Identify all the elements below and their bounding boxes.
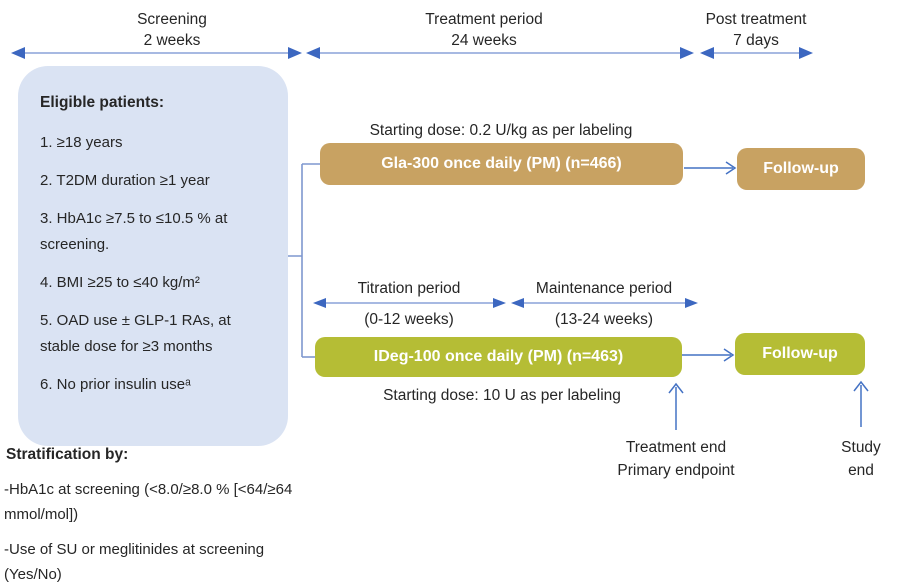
gla-starting-dose-note: Starting dose: 0.2 U/kg as per labeling: [369, 122, 633, 139]
criterion-t2dm-duration: 2. T2DM duration ≥1 year: [40, 172, 210, 189]
criterion-hba1c: 3. HbA1c ≥7.5 to ≤10.5 % at screening.: [40, 210, 228, 253]
stratification-title: Stratification by:: [6, 446, 129, 463]
study-end-line1: Study: [841, 439, 881, 456]
phase-screening-label: Screening: [137, 11, 207, 28]
stratification-su-meglitinides: -Use of SU or meglitinides at screening …: [4, 541, 265, 583]
maintenance-period-arrow: [511, 298, 698, 308]
phase-post-treatment: Post treatment 7 days: [672, 9, 840, 51]
study-end-line2: end: [848, 462, 874, 479]
phase-screening-duration: 2 weeks: [143, 32, 201, 49]
ideg-to-followup-arrow: [682, 348, 735, 362]
treatment-end-annotation: Treatment end Primary endpoint: [596, 436, 756, 482]
phase-screening: Screening 2 weeks: [72, 9, 272, 51]
phase-treatment: Treatment period 24 weeks: [384, 9, 584, 51]
phase-treatment-label: Treatment period: [425, 11, 543, 28]
maintenance-period-duration: (13-24 weeks): [554, 311, 654, 328]
post-treatment-timeline-arrow: [700, 47, 813, 59]
gla-to-followup-arrow: [684, 161, 737, 175]
titration-period-arrow: [313, 298, 506, 308]
phase-treatment-duration: 24 weeks: [451, 32, 517, 49]
criterion-no-prior-insulin: 6. No prior insulin useᵃ: [40, 376, 191, 393]
stratification-block: Stratification by: -HbA1c at screening (…: [4, 444, 320, 587]
treatment-end-line2: Primary endpoint: [617, 462, 735, 479]
treatment-end-line1: Treatment end: [625, 439, 727, 456]
ideg-starting-dose-note: Starting dose: 10 U as per labeling: [383, 387, 621, 404]
maintenance-period-label: Maintenance period: [535, 280, 673, 297]
study-end-arrow: [853, 380, 869, 427]
eligible-patients-box: Eligible patients: 1. ≥18 years 2. T2DM …: [18, 66, 288, 446]
criterion-bmi: 4. BMI ≥25 to ≤40 kg/m²: [40, 274, 200, 291]
eligible-patients-title: Eligible patients:: [40, 94, 165, 111]
screening-timeline-arrow: [11, 47, 302, 59]
criterion-oad-use: 5. OAD use ± GLP-1 RAs, at stable dose f…: [40, 312, 231, 355]
ideg-100-arm-box: IDeg-100 once daily (PM) (n=463): [315, 337, 682, 377]
gla-followup-box: Follow-up: [737, 148, 865, 190]
phase-post-treatment-label: Post treatment: [705, 11, 807, 28]
criterion-age: 1. ≥18 years: [40, 134, 123, 151]
stratification-hba1c: -HbA1c at screening (<8.0/≥8.0 % [<64/≥6…: [4, 481, 293, 523]
phase-post-treatment-duration: 7 days: [733, 32, 779, 49]
gla-300-arm-box: Gla-300 once daily (PM) (n=466): [320, 143, 683, 185]
titration-period-label: Titration period: [357, 280, 461, 297]
study-end-annotation: Study end: [821, 436, 900, 482]
treatment-end-arrow: [668, 382, 684, 430]
treatment-timeline-arrow: [306, 47, 694, 59]
titration-period-duration: (0-12 weeks): [364, 311, 454, 328]
ideg-followup-box: Follow-up: [735, 333, 865, 375]
